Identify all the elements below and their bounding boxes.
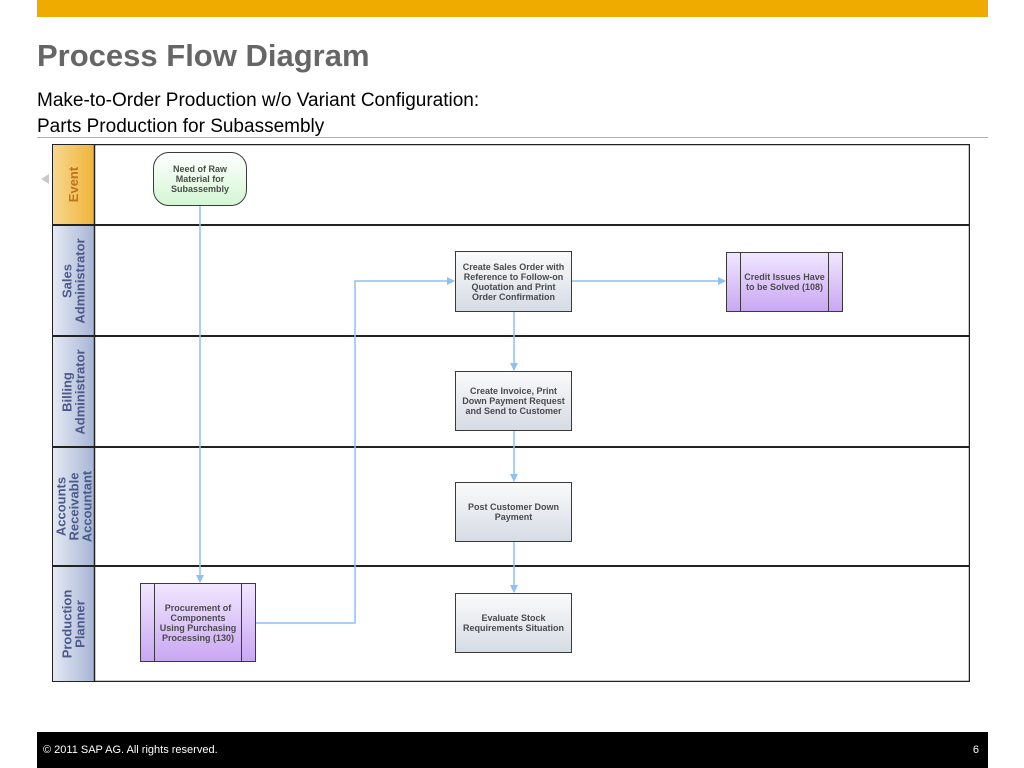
node-evaluate-stock[interactable]: Evaluate Stock Requirements Situation (455, 593, 572, 653)
node-need-of-raw-material[interactable]: Need of Raw Material for Subassembly (153, 152, 247, 206)
node-procurement-of-components[interactable]: Procurement of Components Using Purchasi… (140, 583, 256, 662)
process-flow-diagram: Event Sales Administrator Billing Admini… (52, 144, 970, 682)
slide-title: Process Flow Diagram (37, 38, 370, 73)
lane-header-billing-fill (53, 337, 94, 446)
node-create-invoice[interactable]: Create Invoice, Print Down Payment Reque… (455, 371, 572, 431)
node-credit-issues[interactable]: Credit Issues Have to be Solved (108) (726, 252, 843, 312)
lane-header-event-fill (53, 145, 94, 224)
collapse-arrow-icon (41, 174, 49, 184)
lane-label-event: Event (66, 166, 81, 203)
lane-label-billing-administrator: Billing Administrator (59, 348, 88, 435)
lane-header-sales-fill (53, 226, 94, 335)
lane-header-production-fill (53, 567, 94, 681)
slide-subtitle-line2: Parts Production for Subassembly (37, 116, 325, 137)
lane-header-accounts-fill (53, 448, 94, 565)
top-accent-bar (37, 0, 988, 17)
lane-label-accounts-receivable-accountant: Accounts Receivable Accountant (53, 470, 94, 543)
footer-copyright: © 2011 SAP AG. All rights reserved. (43, 744, 218, 756)
page-number: 6 (972, 744, 979, 756)
node-create-sales-order[interactable]: Create Sales Order with Reference to Fol… (455, 251, 572, 312)
connector-procurement-to-sales-order (256, 277, 455, 624)
footer-bar: © 2011 SAP AG. All rights reserved. 6 (37, 732, 988, 768)
slide-subtitle-line1: Make-to-Order Production w/o Variant Con… (37, 90, 480, 111)
lane-label-sales-administrator: Sales Administrator (59, 237, 88, 324)
node-post-customer-down-payment[interactable]: Post Customer Down Payment (455, 482, 572, 542)
title-divider (37, 137, 988, 138)
lane-label-production-planner: Production Planner (59, 589, 88, 659)
